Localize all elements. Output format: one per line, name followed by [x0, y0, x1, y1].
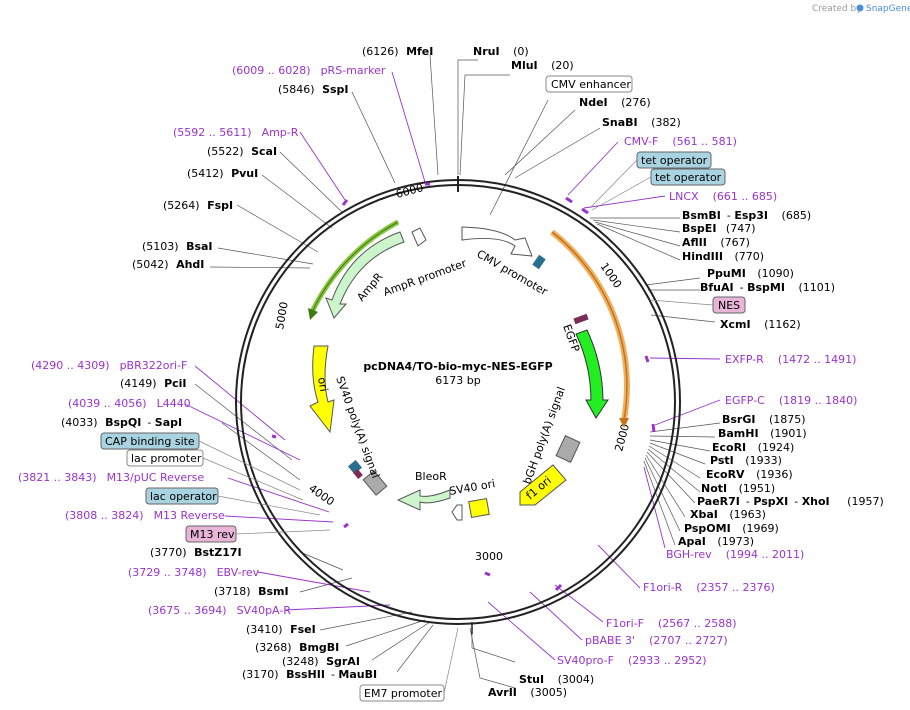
- svg-text:PspOMI (1969): PspOMI (1969): [684, 522, 779, 535]
- svg-text:(5412) PvuI: (5412) PvuI: [187, 167, 258, 180]
- svg-text:EXFP-R(1472 .. 1491): EXFP-R(1472 .. 1491): [725, 353, 856, 366]
- svg-text:BGH-rev(1994 .. 2011): BGH-rev(1994 .. 2011): [666, 548, 804, 561]
- svg-text:SnaBI (382): SnaBI (382): [602, 116, 681, 129]
- svg-text:(3821 .. 3843)M13/pUC Reverse: (3821 .. 3843)M13/pUC Reverse: [18, 471, 204, 484]
- svg-text:LNCX(661 .. 685): LNCX(661 .. 685): [669, 190, 777, 203]
- svg-text:ApaI (1973): ApaI (1973): [678, 535, 754, 548]
- svg-text:(6009 .. 6028)pRS-marker: (6009 .. 6028)pRS-marker: [232, 64, 386, 77]
- svg-text:(4039 .. 4056)L4440: (4039 .. 4056)L4440: [68, 397, 191, 410]
- svg-text:(3268) BmgBI: (3268) BmgBI: [255, 641, 339, 654]
- snapgene-logo-icon: [856, 4, 864, 12]
- boxed-labels: CMV enhancer tet operator tet operator N…: [100, 75, 746, 702]
- tet-operator-2-label: tet operator: [655, 171, 722, 184]
- svg-text:2000: 2000: [612, 422, 632, 452]
- svg-text:CMV-F(561 .. 581): CMV-F(561 .. 581): [624, 135, 737, 148]
- site-labels: NruI (0) MluI (20) NdeI (276) SnaBI (382…: [61, 45, 884, 699]
- svg-text:SV40pro-F(2933 .. 2952): SV40pro-F(2933 .. 2952): [557, 654, 707, 667]
- svg-text:(3170) BssHII- MauBI: (3170) BssHII- MauBI: [242, 668, 377, 681]
- svg-text:F1ori-F(2567 .. 2588): F1ori-F(2567 .. 2588): [606, 617, 737, 630]
- plasmid-size: 6173 bp: [435, 374, 480, 387]
- backbone-inner: [240, 184, 676, 620]
- svg-text:EcoRV (1936): EcoRV (1936): [706, 468, 793, 481]
- svg-text:(4290 .. 4309)pBR322ori-F: (4290 .. 4309)pBR322ori-F: [31, 359, 187, 372]
- svg-text:(4033) BspQI- SapI: (4033) BspQI- SapI: [61, 416, 182, 429]
- svg-text:6000: 6000: [394, 181, 424, 201]
- svg-text:(5042) AhdI: (5042) AhdI: [132, 258, 204, 271]
- primer-labels: CMV-F(561 .. 581) LNCX(661 .. 685) EXFP-…: [18, 64, 857, 667]
- svg-text:(3770) BstZ17I: (3770) BstZ17I: [150, 546, 242, 559]
- svg-text:BspEI (747): BspEI (747): [682, 222, 756, 235]
- svg-text:(3248) SgrAI: (3248) SgrAI: [282, 655, 360, 668]
- plasmid-name: pcDNA4/TO-bio-myc-NES-EGFP: [363, 360, 552, 373]
- cmv-enhancer-label: CMV enhancer: [551, 78, 631, 91]
- credit-text: Created by: [812, 4, 862, 14]
- primer-marks: [271, 182, 656, 592]
- svg-text:NotI (1951): NotI (1951): [701, 482, 775, 495]
- cmv-promoter-label: CMV promoter: [475, 247, 551, 298]
- ori-label: ori: [315, 376, 330, 392]
- bgh-label: bGH poly(A) signal: [521, 385, 568, 486]
- f1-ori-arrow: [519, 464, 567, 506]
- svg-text:5000: 5000: [273, 301, 291, 331]
- svg-text:PstI (1933): PstI (1933): [710, 454, 782, 467]
- svg-text:(3675 .. 3694)SV40pA-R: (3675 .. 3694)SV40pA-R: [148, 604, 291, 617]
- svg-text:(3718) BsmI: (3718) BsmI: [214, 585, 289, 598]
- primer-leader-lines: [184, 71, 721, 661]
- sv40-ori-label: SV40 ori: [448, 477, 496, 498]
- svg-text:BsmBI- Esp3I (685): BsmBI- Esp3I (685): [682, 209, 811, 222]
- nes-label: NES: [718, 299, 740, 312]
- svg-text:3000: 3000: [475, 550, 503, 563]
- svg-text:AvrII (3005): AvrII (3005): [488, 686, 567, 699]
- svg-text:(3410) FseI: (3410) FseI: [246, 623, 316, 636]
- svg-text:StuI (3004): StuI (3004): [519, 673, 594, 686]
- svg-text:pBABE 3'(2707 .. 2727): pBABE 3'(2707 .. 2727): [585, 634, 728, 647]
- svg-text:EGFP-C(1819 .. 1840): EGFP-C(1819 .. 1840): [725, 394, 857, 407]
- tet-operator-1-label: tet operator: [641, 154, 708, 167]
- svg-text:PpuMI (1090): PpuMI (1090): [707, 267, 794, 280]
- svg-text:(4149) PciI: (4149) PciI: [120, 377, 187, 390]
- svg-text:XcmI (1162): XcmI (1162): [720, 318, 801, 331]
- cap-binding-label: CAP binding site: [105, 435, 195, 448]
- svg-text:(3729 .. 3748)EBV-rev: (3729 .. 3748)EBV-rev: [128, 566, 260, 579]
- svg-text:(5264) FspI: (5264) FspI: [163, 199, 233, 212]
- svg-text:MluI (20): MluI (20): [511, 59, 574, 72]
- ampr-promoter-label: AmpR promoter: [382, 257, 469, 299]
- bleor-label: BleoR: [415, 470, 447, 483]
- svg-text:NdeI (276): NdeI (276): [579, 96, 651, 109]
- cmv-promoter-arrow: [461, 226, 533, 257]
- svg-text:NruI (0): NruI (0): [473, 45, 529, 58]
- svg-text:BfuAI- BspMI (1101): BfuAI- BspMI (1101): [700, 281, 835, 294]
- ori-arrow: [309, 345, 335, 434]
- credit-brand: SnapGene: [866, 4, 910, 14]
- svg-text:(5103) BsaI: (5103) BsaI: [142, 240, 213, 253]
- svg-text:(5592 .. 5611)Amp-R: (5592 .. 5611)Amp-R: [173, 126, 299, 139]
- svg-text:4000: 4000: [306, 482, 336, 509]
- svg-text:EcoRI (1924): EcoRI (1924): [712, 441, 794, 454]
- svg-text:F1ori-R(2357 .. 2376): F1ori-R(2357 .. 2376): [643, 581, 775, 594]
- svg-text:AflII (767): AflII (767): [682, 236, 750, 249]
- svg-text:BamHI (1901): BamHI (1901): [718, 427, 807, 440]
- lac-promoter-label: lac promoter: [131, 452, 202, 465]
- em7-promoter-label: EM7 promoter: [364, 687, 442, 700]
- egfp-arrow: [575, 329, 609, 419]
- svg-text:(3808 .. 3824)M13 Reverse: (3808 .. 3824)M13 Reverse: [65, 509, 225, 522]
- svg-text:(5846) SspI: (5846) SspI: [278, 83, 349, 96]
- svg-text:(6126) MfeI: (6126) MfeI: [362, 45, 433, 58]
- svg-text:XbaI (1963): XbaI (1963): [690, 508, 766, 521]
- svg-text:BsrGI (1875): BsrGI (1875): [722, 413, 806, 426]
- svg-text:(5522) ScaI: (5522) ScaI: [207, 145, 277, 158]
- m13-rev-label: M13 rev: [190, 528, 235, 541]
- bleor-arrow: [396, 489, 451, 511]
- svg-text:HindIII (770): HindIII (770): [682, 250, 764, 263]
- ampr-arrow: [325, 231, 405, 319]
- lac-operator-label: lac operator: [150, 490, 217, 503]
- backbone-outer: [235, 179, 681, 625]
- egfp-label: EGFP: [560, 323, 582, 355]
- svg-text:PaeR7I- PspXI- XhoI (1957): PaeR7I- PspXI- XhoI (1957): [697, 495, 884, 508]
